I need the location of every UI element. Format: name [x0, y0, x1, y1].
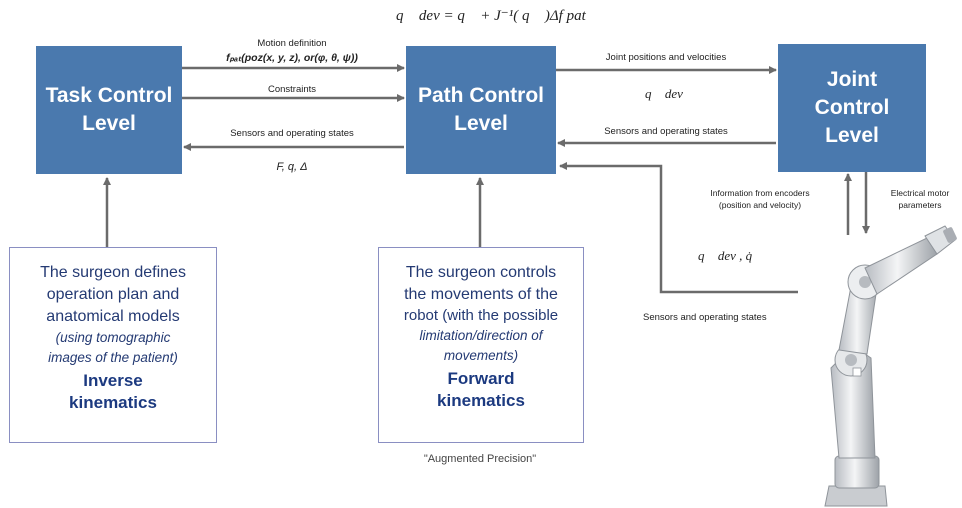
label-info-encoders: Information from encoders [710, 188, 810, 198]
path-control-box: Path Control Level [406, 46, 556, 174]
joint-control-line1: Joint [826, 68, 878, 91]
label-qdev: q⃗ dev [645, 86, 683, 101]
label-motion-definition: Motion definition [257, 38, 327, 49]
surgeon-mid-line1: The surgeon controls [405, 264, 557, 281]
label-constraints: Constraints [267, 84, 317, 95]
label-sensors-bottom: Sensors and operating states [643, 312, 767, 323]
label-electrical-motor: Electrical motor [890, 188, 950, 198]
label-sensors-mid: Sensors and operating states [604, 126, 728, 137]
label-fpat: fₚₐₜ(poz(x, y, z), or(φ, θ, ψ)) [226, 52, 358, 64]
label-qdev-qdot: q⃗ dev , q̇ [698, 248, 753, 263]
surgeon-mid-line3: robot (with the possible [403, 307, 559, 324]
surgeon-left-bold2: kinematics [69, 393, 157, 412]
surgeon-mid-line4: limitation/direction of [419, 328, 543, 343]
augmented-precision-caption: "Augmented Precision" [423, 453, 537, 465]
label-sensors-left: Sensors and operating states [230, 128, 354, 139]
surgeon-mid-bold2: kinematics [437, 391, 525, 410]
surgeon-left-line3: anatomical models [46, 308, 180, 325]
joint-control-line2: Control [814, 96, 890, 119]
path-control-line2: Level [454, 112, 508, 135]
surgeon-left-line1: The surgeon defines [40, 264, 186, 281]
surgeon-left-line4: (using tomographic [55, 330, 171, 345]
surgeon-left-line5: images of the patient) [48, 350, 178, 365]
task-control-box: Task Control Level [36, 46, 182, 174]
robot-arm-illustration [824, 225, 957, 507]
surgeon-left-box: The surgeon defines operation plan and a… [9, 247, 217, 443]
surgeon-mid-bold1: Forward [447, 369, 515, 388]
joint-control-line3: Level [825, 124, 879, 147]
surgeon-left-bold1: Inverse [83, 371, 143, 390]
surgeon-mid-box: The surgeon controls the movements of th… [378, 247, 584, 443]
path-control-line1: Path Control [418, 84, 544, 107]
task-control-line2: Level [82, 112, 136, 135]
label-electrical-motor-2: parameters [898, 200, 942, 210]
formula-qdev: q⃗ dev = q⃗ + J⁻¹( q⃗ )Δf pat [396, 8, 586, 24]
label-joint-positions: Joint positions and velocities [605, 52, 727, 63]
surgeon-mid-line2: the movements of the [404, 286, 558, 303]
arrow-sensors-bottom [559, 162, 798, 294]
label-fqd: F, q, Δ [276, 161, 308, 173]
joint-control-box: Joint Control Level [778, 44, 926, 172]
label-info-encoders-2: (position and velocity) [718, 200, 802, 210]
surgeon-mid-line5: movements) [443, 348, 519, 363]
surgeon-left-line2: operation plan and [46, 286, 180, 303]
task-control-line1: Task Control [45, 84, 173, 107]
